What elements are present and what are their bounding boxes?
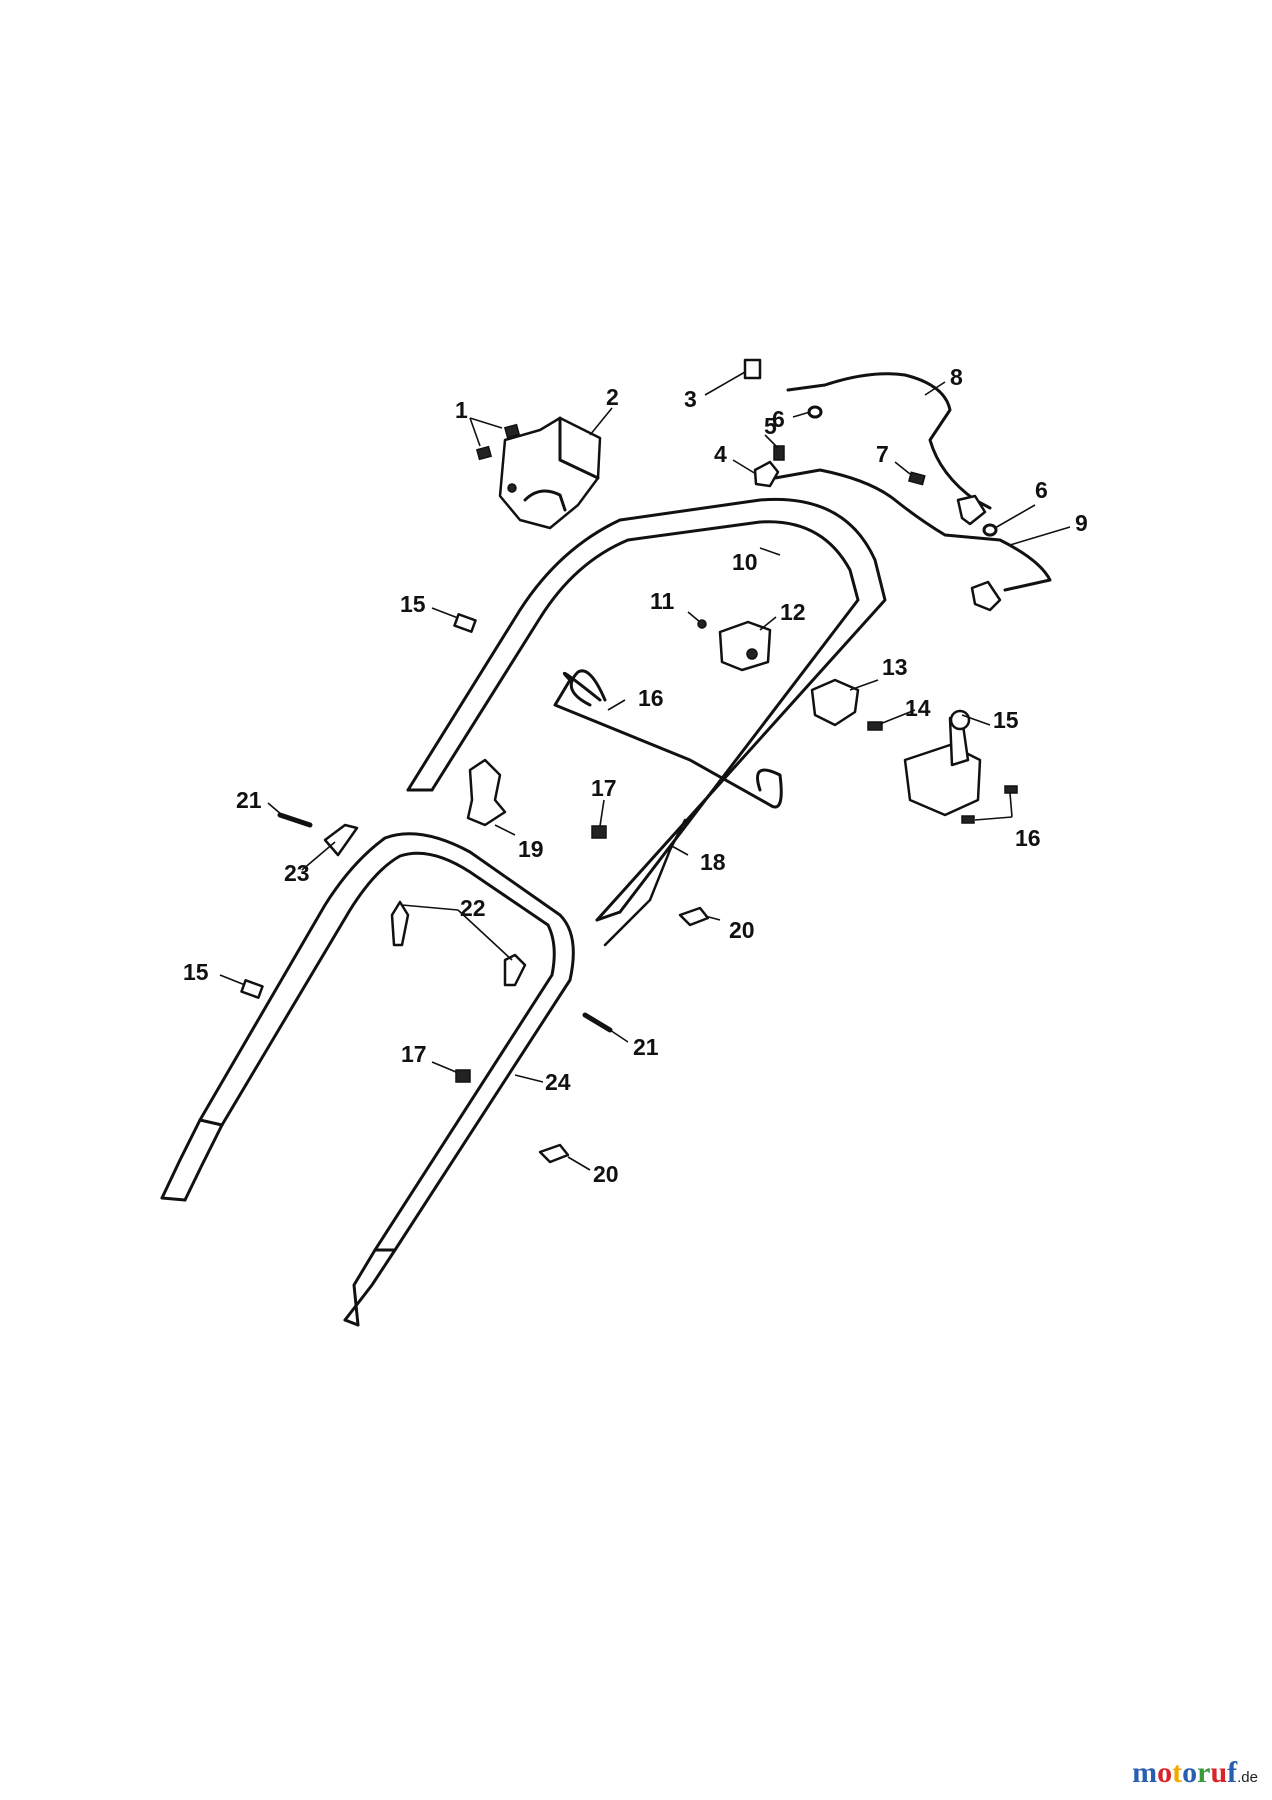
lever-housing-15 xyxy=(903,709,982,817)
rod-clip-9 xyxy=(970,580,1002,612)
control-housing xyxy=(498,416,602,530)
lower-handle xyxy=(160,832,575,1327)
bolt-5 xyxy=(773,445,785,461)
upper-handle xyxy=(406,497,887,922)
leader-lines xyxy=(219,371,1071,1171)
callout-19: 19 xyxy=(518,836,544,862)
control-rod-9 xyxy=(773,468,1052,592)
callout-15b: 15 xyxy=(183,959,209,985)
clip-15b xyxy=(240,979,264,999)
callout-24: 24 xyxy=(545,1069,571,1095)
clip-20a xyxy=(678,906,710,927)
washer-6a xyxy=(807,405,823,419)
clip-17b xyxy=(455,1069,471,1083)
watermark-tld: .de xyxy=(1237,1769,1258,1786)
clip-15a xyxy=(453,613,477,633)
callout-21a: 21 xyxy=(236,787,262,813)
watermark-letter-o2: o xyxy=(1182,1756,1198,1789)
callout-8: 8 xyxy=(950,364,963,390)
knob-4 xyxy=(753,460,780,488)
callout-labels: 1 2 3 4 5 6 6 7 8 9 10 11 12 13 14 15 16… xyxy=(183,364,1088,1187)
callout-15c: 15 xyxy=(993,707,1019,733)
callout-6a: 6 xyxy=(772,406,785,432)
bolt-21b xyxy=(582,1012,613,1033)
callout-9: 9 xyxy=(1075,510,1088,536)
bracket-23 xyxy=(323,823,359,857)
callout-15a: 15 xyxy=(400,591,426,617)
washer-6b xyxy=(982,523,998,537)
control-cable xyxy=(553,671,783,809)
callout-12: 12 xyxy=(780,599,806,625)
bolt-3 xyxy=(743,358,762,380)
callout-21b: 21 xyxy=(633,1034,659,1060)
cable-guide-19 xyxy=(466,758,507,827)
watermark-letter-t: t xyxy=(1172,1756,1183,1789)
callout-16a: 16 xyxy=(638,685,664,711)
control-cable-loop xyxy=(569,669,607,707)
callout-20b: 20 xyxy=(593,1161,619,1187)
callout-3: 3 xyxy=(684,386,697,412)
callout-18: 18 xyxy=(700,849,726,875)
watermark-logo: motoruf.de xyxy=(1132,1756,1258,1790)
clip-20b xyxy=(538,1143,570,1164)
callout-2: 2 xyxy=(606,384,619,410)
callout-6b: 6 xyxy=(1035,477,1048,503)
callout-20a: 20 xyxy=(729,917,755,943)
callout-10: 10 xyxy=(732,549,758,575)
screw-16b xyxy=(961,815,975,824)
callout-5: 5 xyxy=(764,413,777,439)
callout-22: 22 xyxy=(460,895,486,921)
screw-1b xyxy=(475,445,493,461)
bolt-21a xyxy=(277,812,313,828)
control-rod-8 xyxy=(786,372,992,510)
callout-23: 23 xyxy=(284,860,310,886)
callout-1: 1 xyxy=(455,397,468,423)
callout-11: 11 xyxy=(650,588,675,614)
knob-22b xyxy=(503,953,527,987)
screw-16a xyxy=(1004,785,1018,794)
callout-7: 7 xyxy=(876,441,889,467)
callout-13: 13 xyxy=(882,654,908,680)
callout-17a: 17 xyxy=(591,775,617,801)
watermark-letter-r: r xyxy=(1197,1756,1211,1789)
callout-16b: 16 xyxy=(1015,825,1041,851)
callout-17b: 17 xyxy=(401,1041,427,1067)
knob-22a xyxy=(390,900,410,947)
clip-17a xyxy=(591,825,607,839)
screw-7 xyxy=(908,471,926,486)
bowden-cable xyxy=(603,818,687,947)
callout-14: 14 xyxy=(905,695,931,721)
rod-clip-8 xyxy=(956,494,987,526)
watermark-letter-o: o xyxy=(1157,1756,1173,1789)
watermark-letter-f: f xyxy=(1227,1756,1238,1789)
switch-13 xyxy=(810,678,860,727)
callout-4: 4 xyxy=(714,441,727,467)
watermark-letter-u: u xyxy=(1210,1756,1228,1789)
screw-14 xyxy=(867,721,883,731)
cable-holder-12 xyxy=(718,620,772,672)
screw-1a xyxy=(503,423,521,439)
watermark-letter-m: m xyxy=(1132,1756,1158,1789)
